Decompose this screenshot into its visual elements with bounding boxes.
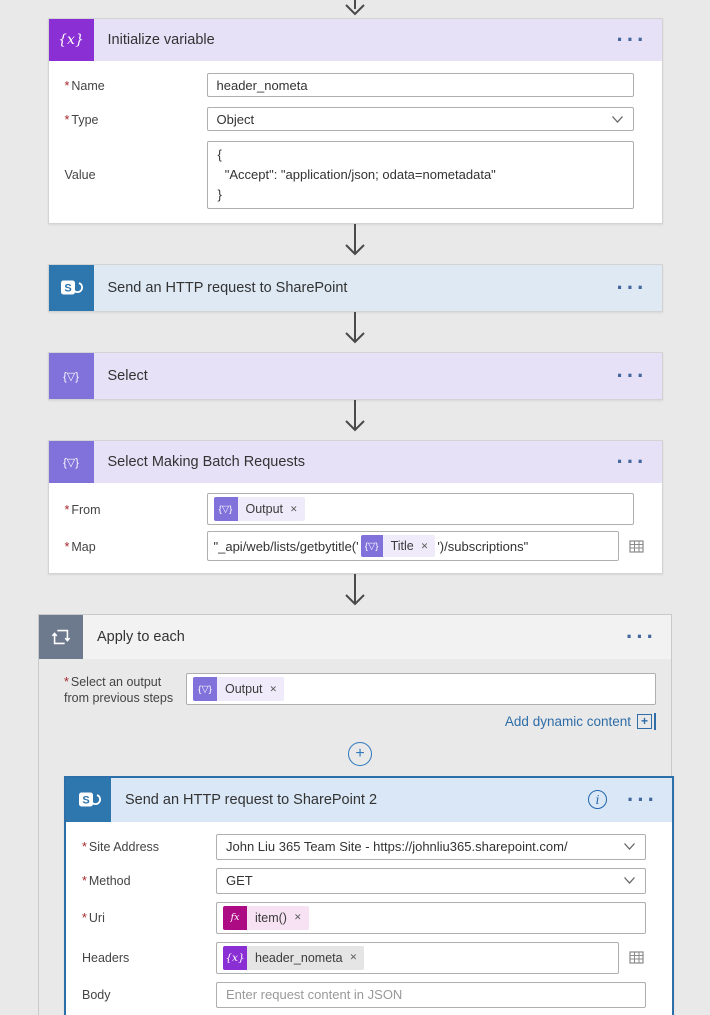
site-address-dropdown[interactable]: John Liu 365 Team Site - https://johnliu… (216, 833, 646, 860)
connector-arrow (345, 0, 365, 16)
sharepoint-icon: S (66, 777, 111, 822)
expression-token[interactable]: fx item() ✕ (223, 905, 309, 930)
action-card-select-batch: {▽} Select Making Batch Requests ··· *Fr… (47, 440, 663, 574)
field-label: *Name (64, 78, 105, 93)
scope-title: Apply to each (97, 629, 185, 645)
body-input[interactable] (216, 981, 646, 1008)
remove-token-icon[interactable]: ✕ (269, 683, 278, 694)
headers-input[interactable]: {x} header_nometa ✕ (216, 941, 619, 974)
card-title: Select Making Batch Requests (107, 454, 305, 470)
field-label: Headers (82, 951, 130, 966)
card-title: Send an HTTP request to SharePoint 2 (125, 791, 378, 808)
required-marker: * (64, 539, 70, 554)
field-label: Body (82, 988, 111, 1003)
field-label: *Site Address (82, 840, 160, 855)
card-title: Initialize variable (107, 32, 215, 48)
connector-arrow (345, 400, 365, 432)
dynamic-content-token[interactable]: {▽} Output ✕ (213, 497, 305, 521)
variable-icon: {x} (48, 19, 94, 61)
field-label: Value (64, 168, 96, 182)
expression-fx-icon: fx (223, 905, 247, 930)
required-marker: * (82, 911, 87, 926)
insert-step-button[interactable]: + (348, 741, 372, 766)
card-header-select[interactable]: {▽} Select ··· (48, 353, 662, 399)
field-label: *Type (64, 112, 99, 127)
chevron-down-icon (611, 115, 623, 123)
connector-arrow (345, 574, 365, 606)
scope-header-apply-to-each[interactable]: Apply to each ··· (39, 615, 671, 659)
type-dropdown[interactable]: Object (206, 107, 634, 131)
field-label: *Select an output from previous steps (64, 675, 174, 706)
card-title: Select (107, 368, 148, 384)
action-card-http-request-1: S Send an HTTP request to SharePoint ··· (47, 264, 663, 312)
svg-text:S: S (64, 283, 71, 295)
method-dropdown[interactable]: GET (216, 867, 646, 894)
card-header-http-request-2[interactable]: S Send an HTTP request to SharePoint 2 i… (66, 777, 672, 822)
variable-icon: {x} (223, 945, 247, 970)
chevron-down-icon (624, 843, 635, 850)
connector-arrow (345, 312, 365, 344)
menu-ellipsis-icon[interactable]: ··· (627, 786, 658, 812)
required-marker: * (64, 675, 69, 689)
dynamic-content-token[interactable]: {▽} Title ✕ (360, 535, 436, 557)
chevron-down-icon (624, 877, 635, 884)
connector-arrow (345, 224, 365, 256)
apply-to-each-loop-icon (39, 615, 83, 659)
remove-token-icon[interactable]: ✕ (349, 952, 358, 962)
sharepoint-icon: S (48, 265, 94, 311)
field-label: *From (64, 502, 101, 517)
card-header-initialize-variable[interactable]: {x} Initialize variable ··· (48, 19, 662, 61)
dynamic-content-token[interactable]: {▽} Output ✕ (193, 677, 285, 701)
map-text-suffix: ')/subscriptions" (437, 538, 529, 554)
required-marker: * (64, 78, 70, 93)
select-output-input[interactable]: {▽} Output ✕ (186, 673, 656, 705)
required-marker: * (82, 840, 87, 855)
svg-text:S: S (82, 794, 89, 806)
menu-ellipsis-icon[interactable]: ··· (616, 27, 648, 52)
add-dynamic-content-link[interactable]: Add dynamic content (504, 713, 631, 729)
required-marker: * (64, 502, 70, 517)
required-marker: * (82, 874, 87, 889)
scope-apply-to-each: Apply to each ··· *Select an output from… (38, 614, 674, 1015)
menu-ellipsis-icon[interactable]: ··· (626, 624, 657, 649)
info-icon[interactable]: i (588, 790, 608, 809)
field-label: *Method (82, 874, 131, 889)
value-input[interactable]: { "Accept": "application/json; odata=nom… (206, 141, 634, 209)
select-data-operation-icon: {▽} (213, 497, 238, 521)
select-data-operation-icon: {▽} (193, 677, 217, 701)
menu-ellipsis-icon[interactable]: ··· (616, 449, 648, 474)
action-card-http-request-2: S Send an HTTP request to SharePoint 2 i… (64, 775, 674, 1015)
select-data-operation-icon: {▽} (48, 353, 94, 399)
map-input[interactable]: "_api/web/lists/getbytitle(' {▽} Title ✕… (206, 531, 619, 561)
field-label: *Uri (82, 911, 105, 926)
required-marker: * (64, 112, 70, 127)
menu-ellipsis-icon[interactable]: ··· (616, 275, 648, 300)
action-card-initialize-variable: {x} Initialize variable ··· *Name *Type … (47, 18, 663, 224)
from-input[interactable]: {▽} Output ✕ (206, 493, 634, 525)
card-header-http-request-1[interactable]: S Send an HTTP request to SharePoint ··· (48, 265, 662, 311)
switch-to-text-mode-icon[interactable] (627, 948, 646, 967)
remove-token-icon[interactable]: ✕ (290, 503, 298, 514)
select-data-operation-icon: {▽} (360, 535, 383, 557)
field-label: *Map (64, 539, 96, 554)
map-text-prefix: "_api/web/lists/getbytitle(' (213, 538, 359, 554)
name-input[interactable] (206, 73, 634, 97)
remove-token-icon[interactable]: ✕ (420, 540, 429, 551)
select-data-operation-icon: {▽} (48, 441, 94, 483)
action-card-select: {▽} Select ··· (47, 352, 663, 400)
card-title: Send an HTTP request to SharePoint (107, 280, 348, 296)
variable-token[interactable]: {x} header_nometa ✕ (223, 945, 365, 970)
remove-token-icon[interactable]: ✕ (293, 912, 302, 922)
switch-to-text-mode-icon[interactable] (627, 537, 646, 556)
dynamic-content-flyout-icon[interactable]: + (637, 712, 656, 730)
uri-input[interactable]: fx item() ✕ (216, 901, 646, 934)
menu-ellipsis-icon[interactable]: ··· (616, 363, 648, 388)
card-header-select-batch[interactable]: {▽} Select Making Batch Requests ··· (48, 441, 662, 483)
